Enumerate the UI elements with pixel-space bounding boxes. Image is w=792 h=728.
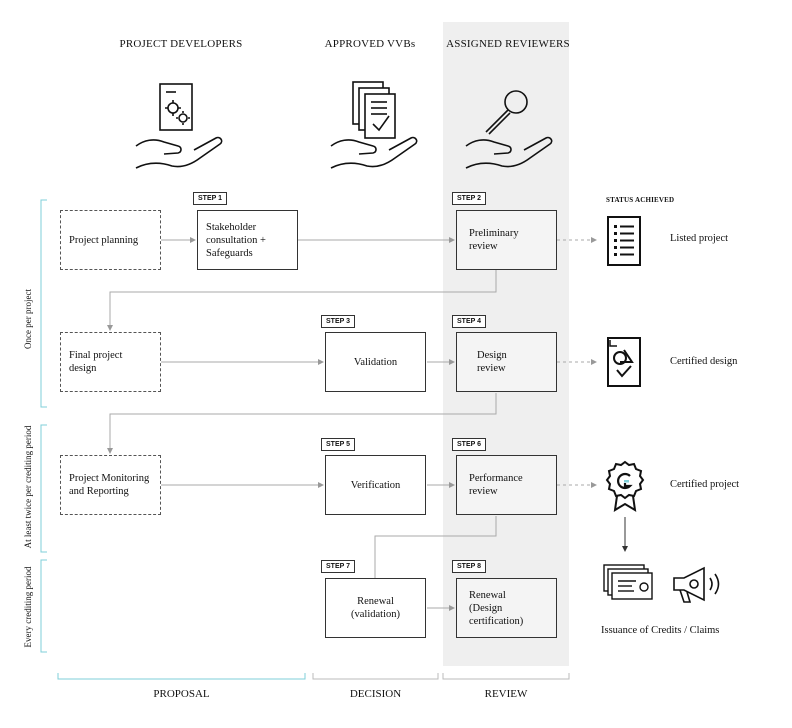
decision-label: DECISION <box>349 688 402 700</box>
step-7-badge: STEP 7 <box>321 560 355 573</box>
issuance-label: Issuance of Credits / Claims <box>601 625 720 636</box>
performance-review-label: Performance review <box>469 473 523 497</box>
certified-design-label: Certified design <box>670 356 738 367</box>
certificates-icon <box>603 564 653 600</box>
step-8-badge: STEP 8 <box>452 560 486 573</box>
megaphone-icon <box>673 566 720 603</box>
listed-project-label: Listed project <box>670 233 729 244</box>
status-achieved-header: STATUS ACHIEVED <box>606 196 675 204</box>
column-header-reviewers: ASSIGNED REVIEWERS <box>446 38 570 50</box>
step-2-badge: STEP 2 <box>452 192 486 205</box>
verification-label: Verification <box>350 479 401 491</box>
validation-label: Validation <box>353 356 398 368</box>
preliminary-review-label: Preliminary review <box>469 228 519 252</box>
preliminary-review-box: Preliminary review <box>456 210 557 270</box>
verification-box: Verification <box>325 455 426 515</box>
step-3-badge: STEP 3 <box>321 315 355 328</box>
twice-per-period-label: At least twice per crediting period <box>23 425 33 549</box>
design-review-box: Design review <box>456 332 557 392</box>
final-project-design-label: Final project design <box>69 350 123 374</box>
once-per-project-label: Once per project <box>23 289 33 349</box>
list-document-icon <box>607 216 641 266</box>
step-4-badge: STEP 4 <box>452 315 486 328</box>
project-planning-box: Project planning <box>60 210 161 270</box>
hand-magnifier-icon <box>465 90 553 169</box>
final-project-design-box: Final project design <box>60 332 161 392</box>
project-planning-label: Project planning <box>69 234 139 246</box>
review-label: REVIEW <box>484 688 528 700</box>
column-header-vvbs: APPROVED VVBs <box>324 38 416 50</box>
certified-design-icon <box>607 337 641 387</box>
every-period-label: Every crediting period <box>23 566 33 648</box>
hand-documents-check-icon <box>330 81 418 169</box>
award-badge-icon <box>605 460 645 512</box>
hand-document-gears-icon <box>135 83 223 169</box>
proposal-label: PROPOSAL <box>153 688 210 700</box>
stakeholder-consultation-label: Stakeholder consultation + Safeguards <box>206 221 266 259</box>
renewal-validation-box: Renewal (validation) <box>325 578 426 638</box>
column-header-developers: PROJECT DEVELOPERS <box>119 38 243 50</box>
project-monitoring-label: Project Monitoring and Reporting <box>69 473 150 497</box>
renewal-validation-label: Renewal (validation) <box>351 596 400 620</box>
step-1-badge: STEP 1 <box>193 192 227 205</box>
certified-project-label: Certified project <box>670 479 740 490</box>
performance-review-box: Performance review <box>456 455 557 515</box>
project-monitoring-box: Project Monitoring and Reporting <box>60 455 161 515</box>
design-review-label: Design review <box>477 350 507 374</box>
step-6-badge: STEP 6 <box>452 438 486 451</box>
renewal-design-label: Renewal (Design certification) <box>469 589 524 627</box>
step-5-badge: STEP 5 <box>321 438 355 451</box>
stakeholder-consultation-box: Stakeholder consultation + Safeguards <box>197 210 298 270</box>
renewal-design-box: Renewal (Design certification) <box>456 578 557 638</box>
validation-box: Validation <box>325 332 426 392</box>
